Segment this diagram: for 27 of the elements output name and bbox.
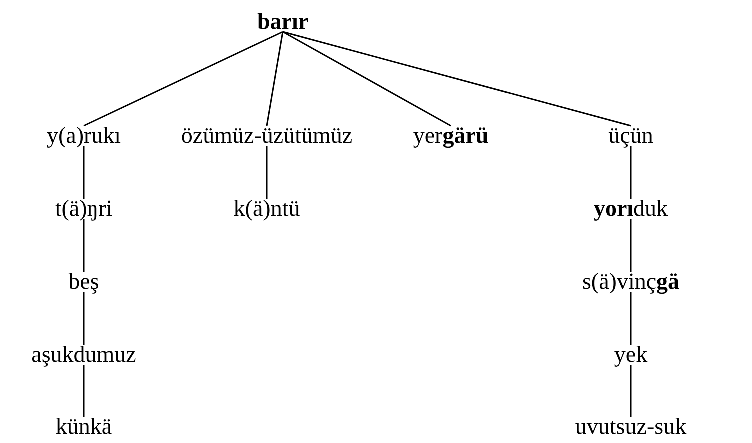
- tree-node-label: uvutsuz-suk: [575, 414, 687, 440]
- tree-node-label: beş: [68, 269, 100, 295]
- tree-branch-line: [630, 292, 632, 345]
- tree-node-label: k(ä)ntü: [234, 196, 300, 222]
- tree-branch-line: [266, 32, 284, 126]
- tree-branch-line: [282, 31, 452, 127]
- tree-node-label: s(ä)vinçgä: [582, 269, 680, 295]
- tree-branch-line: [630, 146, 632, 199]
- tree-node-label: üçün: [608, 123, 654, 149]
- tree-node-label: özümüz-üzütümüz: [181, 123, 353, 149]
- tree-node-label: aşukdumuz: [32, 342, 136, 368]
- tree-branch-line: [630, 365, 632, 417]
- tree-branch-line: [630, 219, 632, 272]
- tree-node-label: yek: [614, 342, 648, 368]
- tree-node-label: yergärü: [413, 123, 489, 149]
- tree-branch-line: [266, 146, 268, 199]
- tree-node-label: yorıduk: [594, 196, 668, 222]
- tree-node-label: t(ä)ŋri: [55, 196, 113, 222]
- tree-branch-line: [282, 31, 632, 127]
- tree-node-label: barır: [257, 9, 309, 35]
- tree-node-label: y(a)rukı: [46, 123, 122, 149]
- tree-branch-line: [83, 146, 85, 199]
- tree-branch-line: [83, 292, 85, 345]
- tree-node-label: künkä: [56, 414, 112, 440]
- tree-branch-line: [83, 365, 85, 417]
- tree-branch-line: [83, 219, 85, 272]
- tree-branch-line: [84, 31, 284, 127]
